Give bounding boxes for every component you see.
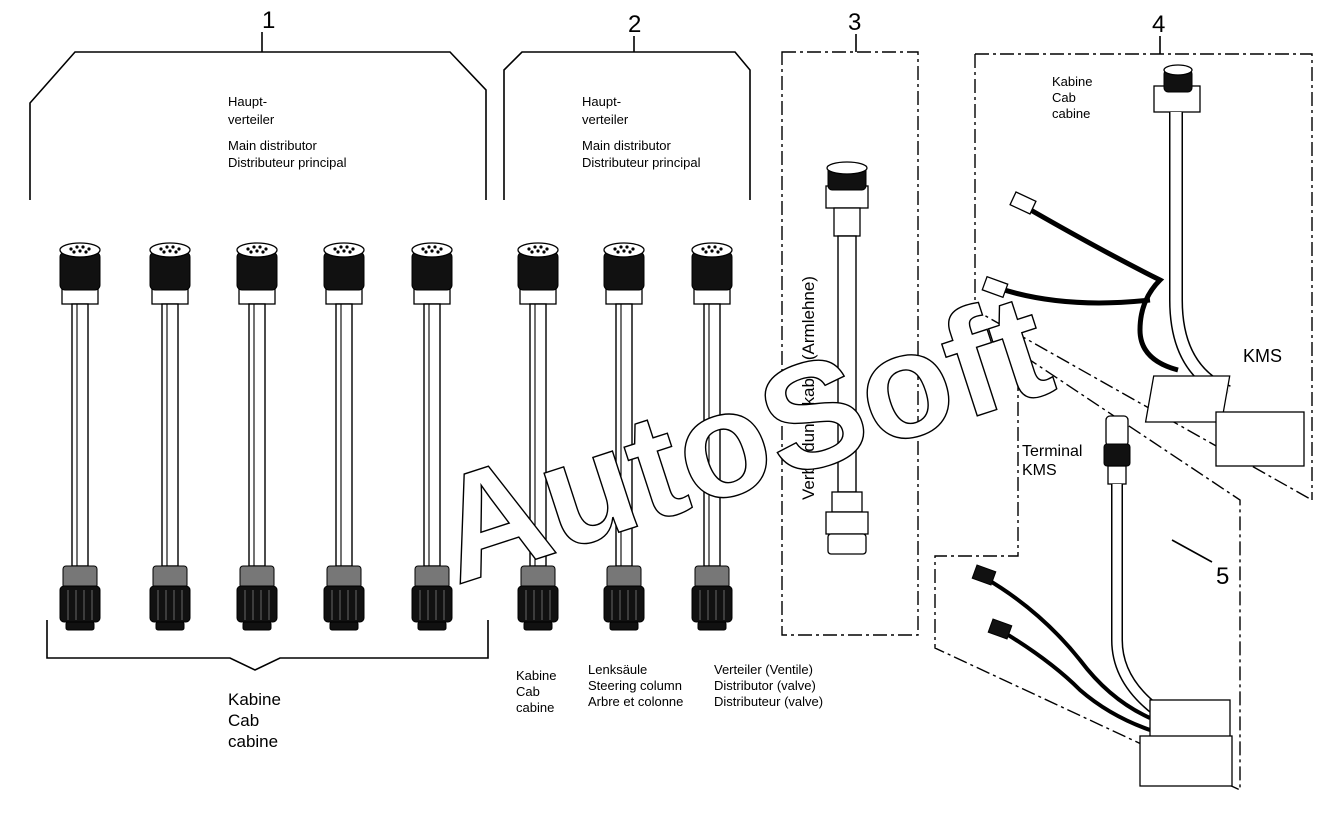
part-5-terminal-label: Terminal — [1022, 443, 1082, 460]
bottom-2-cab-2: Cab — [516, 684, 540, 699]
part-4: 4 Kabine Cab cabine KMS — [974, 11, 1313, 501]
group-1-bracket — [29, 51, 487, 200]
group-2-label-1: Haupt- — [582, 94, 621, 109]
cable-harness-1e — [411, 242, 453, 631]
callout-1: 1 — [262, 7, 275, 34]
group-2-label-3: Main distributor — [582, 138, 672, 153]
bottom-2-steering-2: Steering column — [588, 678, 682, 693]
group-2: 2 Haupt- verteiler Main distributor Dist… — [503, 11, 823, 715]
cable-harness-1c — [236, 242, 278, 631]
part-4-cab-3: cabine — [1052, 106, 1090, 121]
connecting-cable-label: Verbindungskabel (Armlehne) — [799, 276, 818, 500]
bottom-2-steering-1: Lenksäule — [588, 662, 647, 677]
part-3: 3 Verbindungskabel (Armlehne) — [781, 9, 919, 636]
part-3-frame — [781, 51, 919, 636]
callout-3: 3 — [848, 9, 861, 36]
bottom-2-valve-2: Distributor (valve) — [714, 678, 816, 693]
part-5-frame — [934, 351, 1241, 792]
group-1-bottom-bracket — [46, 620, 489, 671]
cable-harness-1b — [149, 242, 191, 631]
watermark: AutoSoft — [415, 260, 1069, 615]
bottom-2-steering-3: Arbre et colonne — [588, 694, 683, 709]
group-2-label-4: Distributeur principal — [582, 155, 701, 170]
part-5: 5 Terminal KMS — [934, 351, 1241, 792]
part-4-cab-2: Cab — [1052, 90, 1076, 105]
part-4-frame — [974, 53, 1313, 501]
part-4-kms-label: KMS — [1243, 346, 1282, 366]
group-1-label-2: verteiler — [228, 112, 275, 127]
callout-4: 4 — [1152, 11, 1165, 38]
bottom-1-label-1: Kabine — [228, 690, 281, 709]
group-1: 1 Haupt- verteiler Main distributor Dist… — [29, 7, 489, 751]
group-1-label-1: Haupt- — [228, 94, 267, 109]
bottom-2-valve-3: Distributeur (valve) — [714, 694, 823, 709]
callout-5: 5 — [1216, 563, 1229, 590]
bottom-2-valve-1: Verteiler (Ventile) — [714, 662, 813, 677]
group-1-label-3: Main distributor — [228, 138, 318, 153]
cable-harness-1d — [323, 242, 365, 631]
bottom-2-cab-1: Kabine — [516, 668, 556, 683]
bottom-1-label-2: Cab — [228, 711, 259, 730]
bottom-1-label-3: cabine — [228, 732, 278, 751]
part-4-cab-1: Kabine — [1052, 74, 1092, 89]
cable-harness-1a — [59, 242, 101, 631]
callout-2: 2 — [628, 11, 641, 38]
part-5-kms-label: KMS — [1022, 462, 1057, 479]
group-2-bracket — [503, 51, 751, 200]
group-1-label-4: Distributeur principal — [228, 155, 347, 170]
group-2-label-2: verteiler — [582, 112, 629, 127]
bottom-2-cab-3: cabine — [516, 700, 554, 715]
